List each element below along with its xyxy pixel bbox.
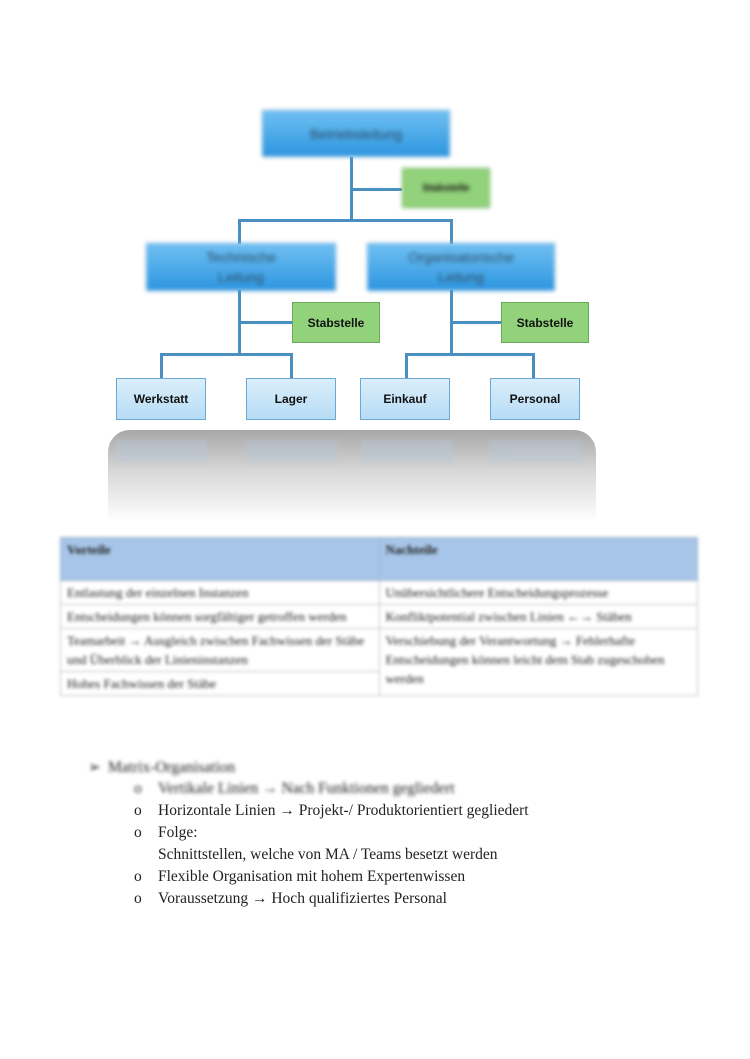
bullet-main-label: Matrix-Organisation — [108, 759, 236, 776]
connector-line — [160, 353, 292, 356]
org-box-organisational-lead: Organisatorische Leitung — [367, 243, 555, 291]
table-header-pros: Vorteile — [60, 537, 380, 581]
table-cell: Konfliktpotential zwischen Linien ←→ Stä… — [378, 604, 698, 629]
org-box-label: Stabstelle — [307, 315, 365, 330]
chart-reflection — [108, 430, 596, 522]
table-cell: Entscheidungen können sorgfältiger getro… — [60, 604, 380, 629]
org-box-label: Werkstatt — [133, 392, 189, 406]
table-row: Entlastung der einzelnen Instanzen Unübe… — [60, 580, 698, 605]
list-item: o Flexible Organisation mit hohem Experte… — [134, 868, 465, 886]
table-row: Entscheidungen können sorgfältiger getro… — [60, 604, 698, 629]
org-box-label-line2: Leitung — [218, 269, 264, 285]
table-cell: Teamarbeit → Ausgleich zwischen Fachwiss… — [60, 628, 380, 672]
arrow-bullet-icon: ➢ — [88, 759, 101, 776]
reflection-ghost — [360, 440, 452, 462]
circle-bullet-icon: o — [134, 802, 142, 819]
connector-line — [238, 219, 241, 244]
list-item-label: Voraussetzung → Hoch qualifiziertes Pers… — [158, 890, 447, 907]
org-box-label: Einkauf — [383, 392, 427, 406]
connector-line — [238, 321, 293, 324]
table-row: Teamarbeit → Ausgleich zwischen Fachwiss… — [60, 628, 698, 696]
org-box-staff-organisational: Stabstelle — [501, 302, 589, 343]
connector-line — [290, 353, 293, 378]
org-box-label-line1: Technische — [205, 249, 277, 265]
table-header-row: Vorteile Nachteile — [60, 537, 698, 581]
circle-bullet-icon: o — [134, 890, 142, 907]
connector-line — [350, 188, 402, 191]
table-cell: Unübersichtlichere Entscheidungsprozesse — [378, 580, 698, 605]
connector-line — [238, 219, 453, 222]
org-box-label: Stabstelle — [422, 182, 470, 194]
reflection-ghost — [116, 440, 208, 462]
list-item-label: Horizontale Linien → Projekt-/ Produktor… — [158, 802, 529, 819]
reflection-ghost — [490, 440, 582, 462]
list-item: o Folge: — [134, 824, 198, 842]
table-cell: Entlastung der einzelnen Instanzen — [60, 580, 380, 605]
table-cell: Hohes Fachwissen der Stäbe — [60, 671, 380, 696]
table-cell: Verschiebung der Verantwortung → Fehlerh… — [378, 628, 698, 696]
org-box-label: Personal — [509, 392, 561, 406]
org-box-lager: Lager — [246, 378, 336, 420]
list-item: o Voraussetzung → Hoch qualifiziertes Per… — [134, 890, 447, 908]
bullet-main: ➢ Matrix-Organisation — [88, 758, 235, 777]
list-item-label: Schnittstellen, welche von MA / Teams be… — [158, 846, 498, 863]
org-box-technical-lead: Technische Leitung — [146, 243, 336, 291]
org-box-label-line1: Organisatorische — [408, 249, 514, 265]
org-box-personal: Personal — [490, 378, 580, 420]
list-item-label: Folge: — [158, 824, 198, 841]
table-row: Hohes Fachwissen der Stäbe — [60, 671, 698, 696]
reflection-ghost — [246, 440, 338, 462]
connector-line — [160, 353, 163, 378]
org-box-werkstatt: Werkstatt — [116, 378, 206, 420]
list-item-label: Flexible Organisation mit hohem Experten… — [158, 868, 466, 885]
connector-line — [532, 353, 535, 378]
org-box-staff-root: Stabstelle — [402, 168, 490, 208]
connector-line — [450, 219, 453, 244]
list-item-label: Vertikale Linien → Nach Funktionen gegli… — [158, 780, 455, 797]
list-item: o Horizontale Linien → Projekt-/ Produkto… — [134, 802, 529, 820]
org-box-label: Betriebsleitung — [309, 125, 403, 142]
circle-bullet-icon: o — [134, 780, 142, 797]
pros-cons-table: Vorteile Nachteile Entlastung der einzel… — [60, 537, 698, 696]
org-box-label: Lager — [274, 392, 308, 406]
connector-line — [450, 321, 502, 324]
list-item: o Vertikale Linien → Nach Funktionen gegl… — [134, 780, 455, 798]
org-box-root: Betriebsleitung — [262, 110, 450, 157]
connector-line — [405, 353, 535, 356]
org-box-einkauf: Einkauf — [360, 378, 450, 420]
circle-bullet-icon: o — [134, 868, 142, 885]
org-box-label: Stabstelle — [516, 315, 574, 330]
table-header-cons: Nachteile — [378, 537, 698, 581]
connector-line — [405, 353, 408, 378]
list-item-continuation: Schnittstellen, welche von MA / Teams be… — [158, 846, 498, 864]
org-box-label-line2: Leitung — [438, 269, 484, 285]
org-box-staff-technical: Stabstelle — [292, 302, 380, 343]
circle-bullet-icon: o — [134, 824, 142, 841]
